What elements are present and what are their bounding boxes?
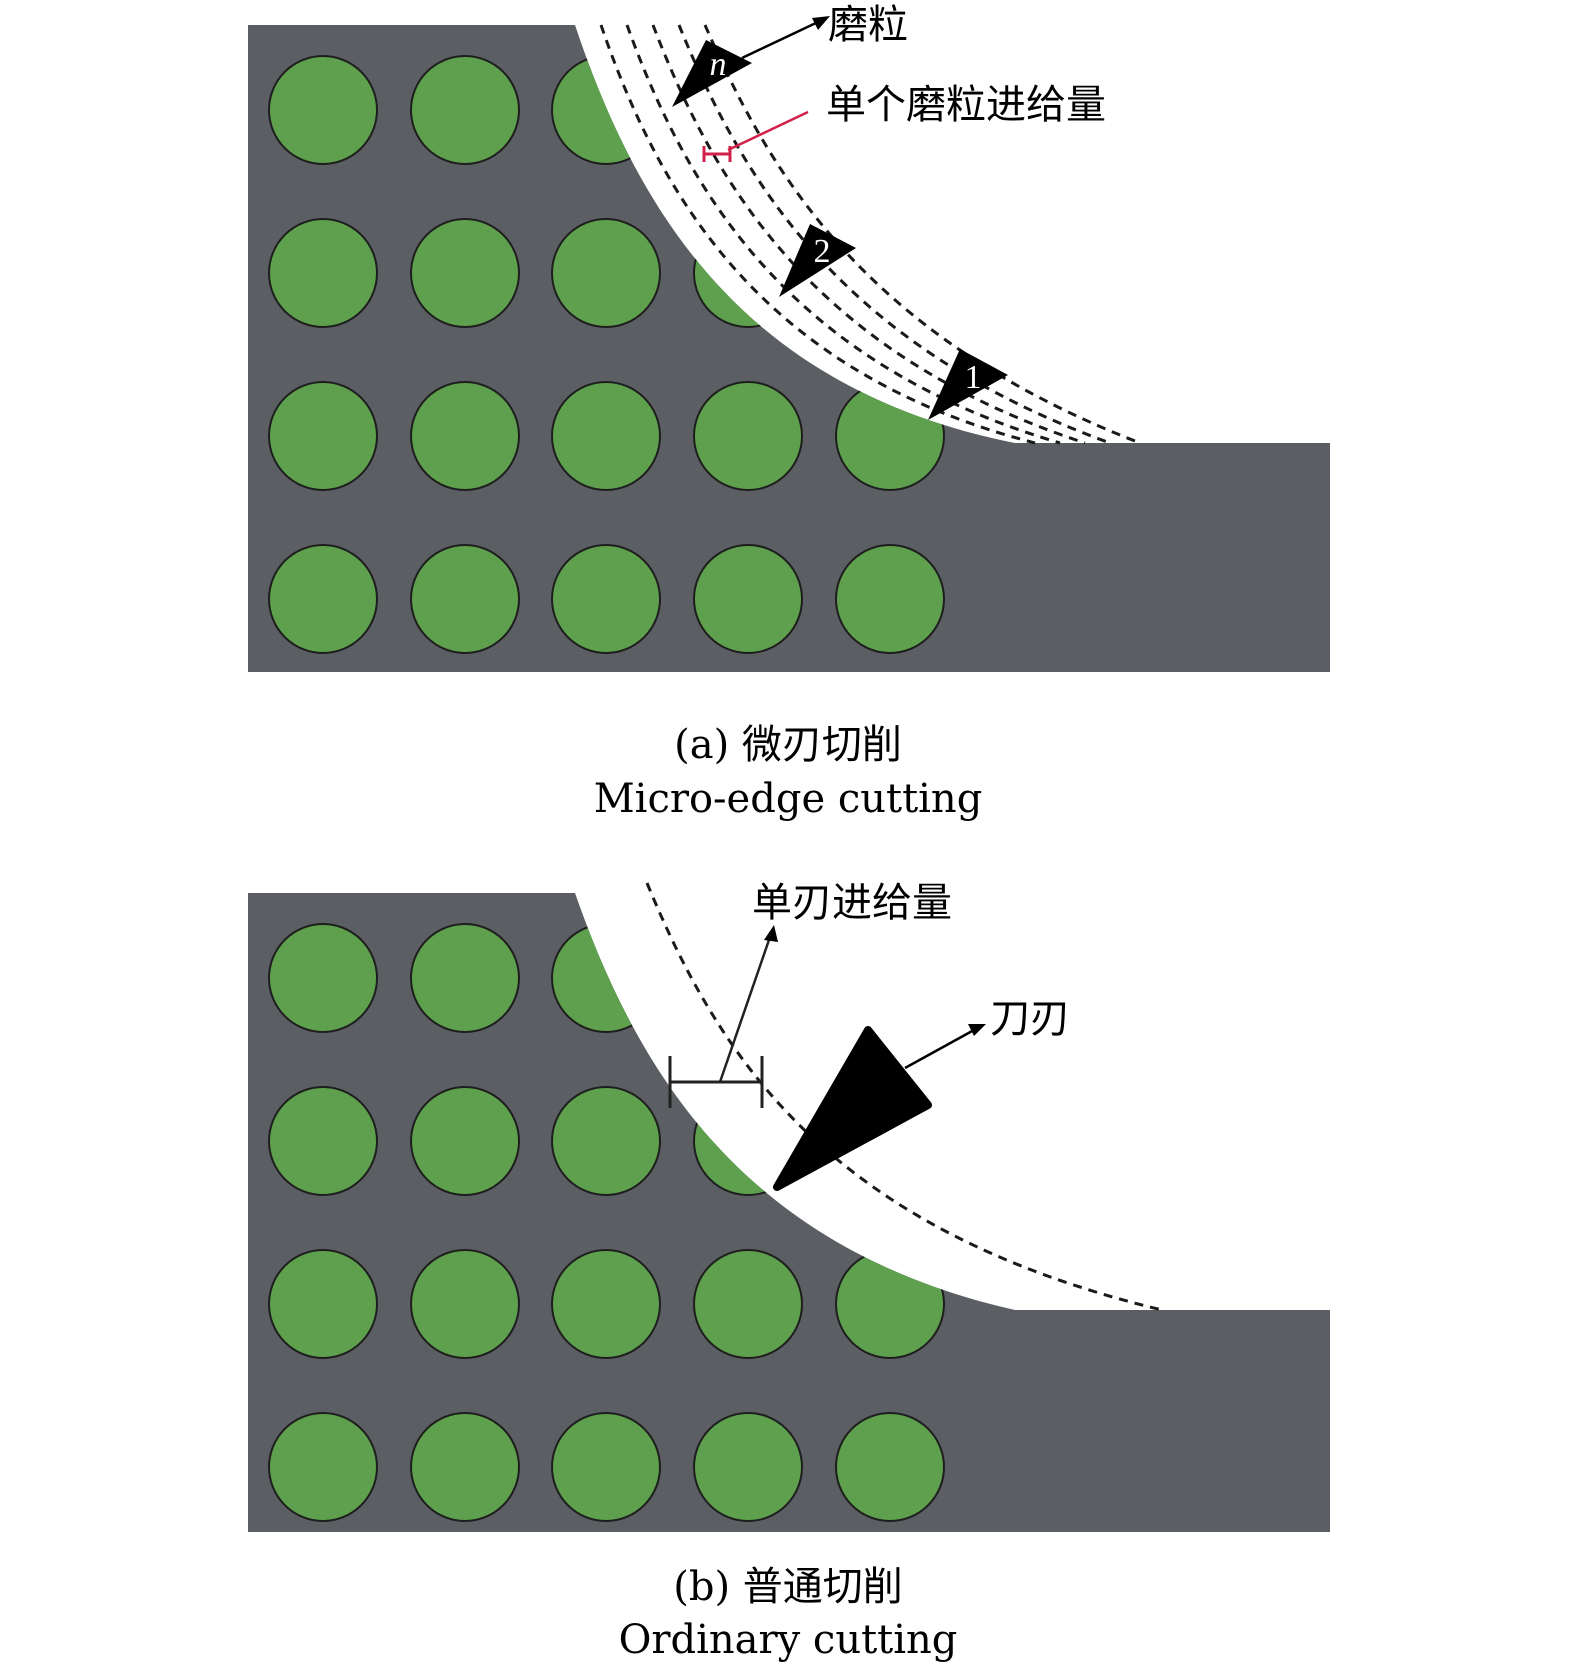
particle — [410, 923, 520, 1033]
single-grain-feed-label: 单个磨粒进给量 — [826, 82, 1106, 128]
feed-bracket-b — [668, 936, 772, 1108]
caption-b-en: Ordinary cutting — [619, 1617, 958, 1663]
particle — [835, 1412, 945, 1522]
particle — [835, 218, 945, 328]
grain-leader — [741, 16, 830, 60]
blade-label: 刀刃 — [990, 996, 1070, 1042]
particle — [410, 1412, 520, 1522]
grain-label: 磨粒 — [828, 2, 908, 48]
grain-2-label: 2 — [814, 233, 831, 270]
particle — [268, 218, 378, 328]
grain-2: 2 — [779, 224, 856, 297]
grain-1: 1 — [928, 349, 1008, 420]
single-edge-feed-label: 单刃进给量 — [752, 880, 952, 926]
panel-b: 刀刃 单刃进给量 (b) 普通切削 Ordinary cutting — [248, 880, 1330, 1663]
particle — [693, 923, 803, 1033]
particle — [693, 218, 803, 328]
feed-marker-a — [702, 110, 809, 162]
particle — [835, 1249, 945, 1359]
particle — [268, 544, 378, 654]
particle — [410, 1249, 520, 1359]
cutting-blade — [773, 1026, 932, 1191]
particle — [551, 1412, 661, 1522]
particle — [693, 1412, 803, 1522]
particle — [410, 218, 520, 328]
cutting-pass — [645, 882, 1163, 1312]
particle — [551, 218, 661, 328]
caption-a-cn: (a) 微刃切削 — [674, 722, 902, 768]
caption-b-cn: (b) 普通切削 — [673, 1564, 903, 1610]
particle — [410, 381, 520, 491]
caption-a-en: Micro-edge cutting — [594, 776, 983, 822]
particle — [693, 1249, 803, 1359]
particle — [268, 1249, 378, 1359]
particle — [268, 55, 378, 165]
particle — [693, 381, 803, 491]
blade-leader — [904, 1024, 986, 1070]
workpiece-a — [248, 25, 1330, 672]
particle — [835, 544, 945, 654]
particle — [410, 55, 520, 165]
grain-n: n — [672, 40, 752, 107]
particle — [551, 1249, 661, 1359]
particle — [551, 544, 661, 654]
particle — [268, 923, 378, 1033]
grain-n-label: n — [710, 46, 727, 83]
workpiece-b — [248, 893, 1330, 1532]
particle — [268, 1412, 378, 1522]
particle — [693, 544, 803, 654]
particle — [410, 1086, 520, 1196]
particle — [268, 381, 378, 491]
panel-a: n 2 1 磨粒 单个磨粒进给量 (a) 微刃切削 Micro-edge cut… — [248, 2, 1330, 822]
grain-1-label: 1 — [965, 359, 982, 396]
particle — [835, 381, 945, 491]
feed-arrowhead-b — [764, 925, 778, 942]
particle — [835, 923, 945, 1033]
particle — [551, 923, 661, 1033]
particle — [551, 381, 661, 491]
particle — [268, 1086, 378, 1196]
particle — [410, 544, 520, 654]
particle — [551, 1086, 661, 1196]
